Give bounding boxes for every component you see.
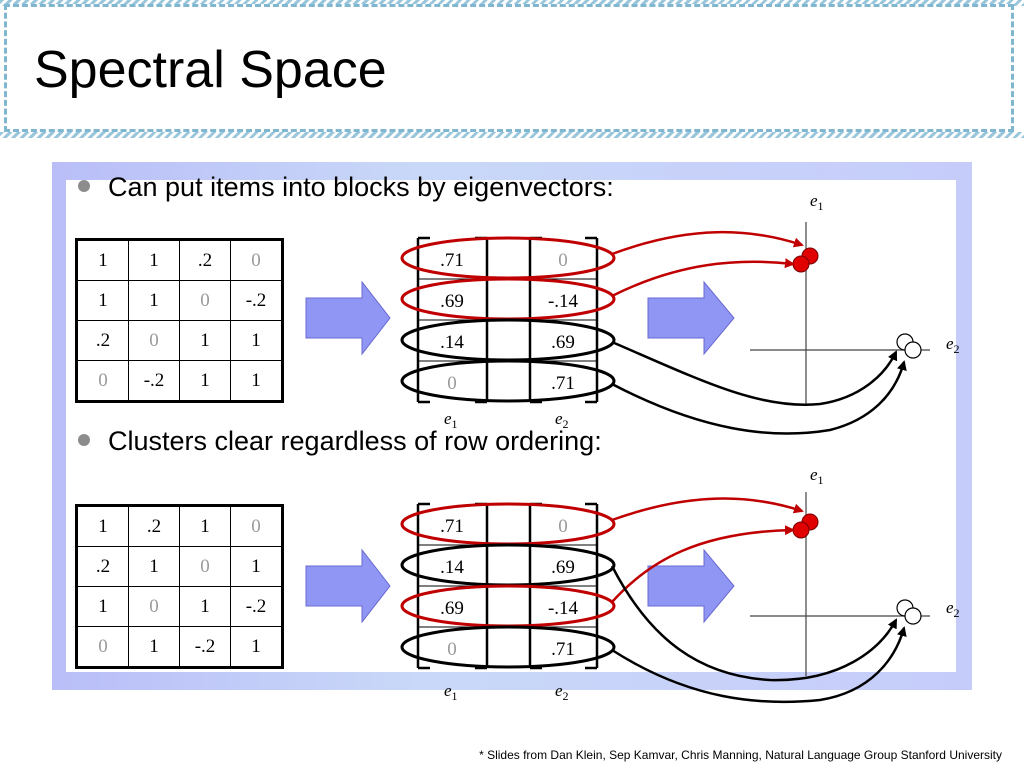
point-white-top-2 — [904, 341, 922, 359]
e1-bottom-value-1: .14 — [440, 557, 464, 578]
e2-bottom-value-2: -.14 — [548, 598, 579, 619]
point-red-top-2 — [792, 255, 810, 273]
e1-top-value-2: .14 — [440, 332, 464, 353]
title-bar — [0, 0, 1024, 138]
matrix-top-cell: .2 — [76, 320, 129, 361]
title-frame — [4, 4, 1014, 132]
block-arrow-top-right — [647, 280, 735, 356]
block-arrow-bottom-left — [305, 548, 391, 624]
e2-top-value-0: 0 — [558, 250, 568, 271]
title-bar-top-stripe — [0, 0, 1024, 6]
e2-bottom-value-1: .69 — [551, 557, 575, 578]
axis-e1-top-label: e1 — [810, 191, 824, 213]
matrix-bottom-cell: 1 — [128, 626, 180, 668]
arrow-black-top-1 — [611, 340, 898, 406]
row-highlight-bottom-0 — [400, 502, 616, 546]
matrix-bottom-cell: 1 — [179, 586, 231, 627]
arrow-black-bottom-2 — [611, 626, 907, 704]
e1-bottom-label: e1 — [444, 681, 458, 703]
matrix-top-cell: 1 — [128, 280, 180, 321]
e2-bottom-value-3: .71 — [551, 639, 575, 660]
row-highlight-top-3 — [400, 359, 616, 403]
block-arrow-bottom-right — [647, 548, 735, 624]
eigenvector-e2-top: 0 -.14 .69 .71 — [528, 236, 599, 404]
arrow-black-top-2 — [611, 360, 907, 435]
block-arrow-top-left — [305, 280, 391, 356]
matrix-bottom-cell: 0 — [76, 626, 129, 668]
point-white-bottom-2 — [904, 607, 922, 625]
arrow-red-bottom-2 — [611, 525, 795, 603]
bullet-2: Clusters clear regardless of row orderin… — [78, 426, 602, 457]
e2-top-value-2: .69 — [551, 332, 575, 353]
e1-bottom-value-0: .71 — [440, 516, 464, 537]
matrix-top-cell: 1 — [230, 320, 283, 361]
axis-e2-top-label: e2 — [946, 334, 960, 356]
e2-top-label: e2 — [555, 409, 569, 431]
matrix-bottom-cell: 1 — [230, 626, 283, 668]
e1-top-label: e1 — [444, 409, 458, 431]
axis-e1-bottom-label: e1 — [810, 465, 824, 487]
matrix-bottom-cell: 1 — [76, 586, 129, 627]
arrow-black-bottom-1 — [610, 565, 898, 682]
e1-top-value-1: .69 — [440, 291, 464, 312]
bullet-dot-icon — [78, 179, 90, 192]
matrix-top-cell: 0 — [76, 360, 129, 402]
matrix-bottom-cell: .2 — [128, 505, 180, 547]
title-bar-bottom-stripe — [0, 132, 1024, 138]
e1-bottom-value-2: .69 — [440, 598, 464, 619]
axis-e2-bottom-label: e2 — [946, 598, 960, 620]
matrix-bottom-cell: -.2 — [179, 626, 231, 668]
row-highlight-top-1 — [400, 277, 616, 321]
matrix-bottom-cell: 1 — [179, 505, 231, 547]
matrix-bottom-cell: -.2 — [230, 586, 283, 627]
bullet-1-text: Can put items into blocks by eigenvector… — [108, 172, 614, 202]
row-highlight-bottom-3 — [400, 625, 616, 669]
matrix-top-cell: 0 — [179, 280, 231, 321]
row-highlight-bottom-1 — [400, 543, 616, 587]
row-highlight-bottom-2 — [400, 584, 616, 628]
point-red-bottom-2 — [792, 521, 810, 539]
matrix-bottom-cell: 0 — [230, 505, 283, 547]
matrix-top-cell: -.2 — [128, 360, 180, 402]
e1-bottom-value-3: 0 — [447, 639, 457, 660]
matrix-top-cell: 1 — [230, 360, 283, 402]
matrix-bottom-cell: 0 — [179, 546, 231, 587]
arrow-red-top-1 — [611, 230, 804, 256]
e2-bottom-label: e2 — [555, 681, 569, 703]
matrix-top-cell: 1 — [76, 239, 129, 281]
e2-top-value-1: -.14 — [548, 291, 579, 312]
matrix-top-cell: .2 — [179, 239, 231, 281]
e1-top-value-0: .71 — [440, 250, 464, 271]
e1-top-value-3: 0 — [447, 373, 457, 394]
plot-axes-bottom: e1 e2 — [750, 465, 960, 676]
matrix-top-cell: 1 — [76, 280, 129, 321]
arrow-red-top-2 — [611, 258, 795, 298]
footer-credit: * Slides from Dan Klein, Sep Kamvar, Chr… — [479, 748, 1002, 762]
slide-title: Spectral Space — [34, 41, 387, 99]
matrix-top-cell: 1 — [179, 360, 231, 402]
row-highlight-top-2 — [400, 318, 616, 362]
bullet-1: Can put items into blocks by eigenvector… — [78, 172, 614, 203]
e2-top-value-3: .71 — [551, 373, 575, 394]
bullet-2-text: Clusters clear regardless of row orderin… — [108, 426, 602, 456]
arrow-red-bottom-1 — [611, 497, 804, 522]
e2-bottom-value-0: 0 — [558, 516, 568, 537]
plot-axes-top: e1 e2 — [750, 191, 960, 406]
matrix-top-cell: 1 — [179, 320, 231, 361]
bullet-dot-icon — [78, 433, 90, 446]
row-highlight-top-0 — [400, 236, 616, 280]
matrix-bottom-cell: 1 — [76, 505, 129, 547]
